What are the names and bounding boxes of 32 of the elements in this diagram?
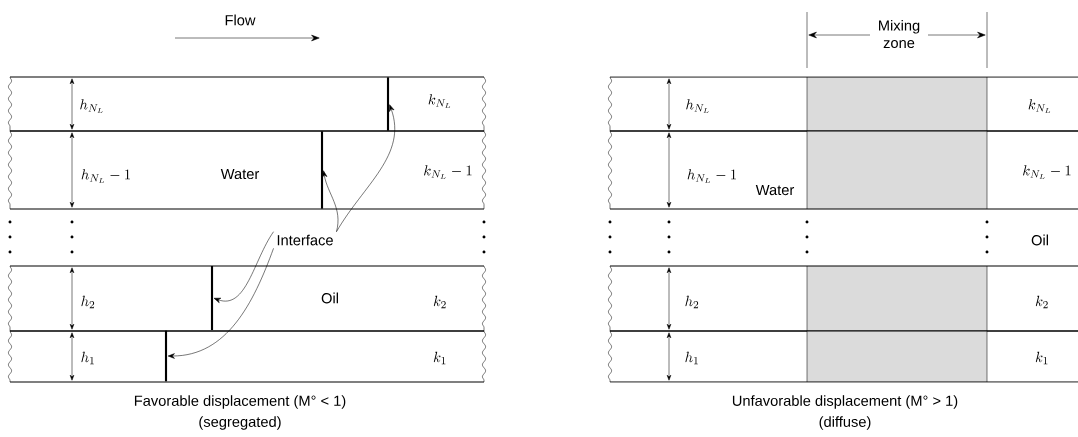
leader-line	[336, 104, 395, 232]
layer-label: $h_2$	[685, 295, 699, 309]
layer-label: $h_1$	[685, 351, 698, 365]
flow-label: Flow	[225, 14, 256, 26]
fluid-label: Oil	[1031, 234, 1048, 246]
layer-label: $h_{N_L} - 1$	[81, 169, 130, 183]
caption: (segregated)	[199, 416, 281, 430]
layer-label: $k_{N_L} - 1$	[1023, 165, 1071, 179]
layer-label: $k_{N_L}$	[428, 94, 451, 108]
layer-label: $k_1$	[433, 351, 446, 365]
layer-label: $k_{N_L} - 1$	[424, 165, 472, 179]
layer-label: $h_{N_L}$	[686, 99, 709, 113]
leader-line	[321, 170, 339, 232]
fluid-label: Water	[220, 168, 260, 180]
layer-label: $k_2$	[433, 295, 446, 309]
leader-line	[167, 248, 274, 359]
callout-text: Interface	[277, 234, 333, 246]
caption: Unfavorable displacement (M° > 1)	[732, 395, 958, 409]
leader-line	[213, 231, 274, 303]
layer-label: $h_{N_L} - 1$	[687, 169, 736, 183]
layer-label: $k_1$	[1035, 351, 1048, 365]
fluid-label: Oil	[321, 292, 338, 304]
layer-label: $k_{N_L}$	[1028, 99, 1051, 113]
layer-label: $h_{N_L}$	[80, 99, 103, 113]
caption: (diffuse)	[819, 416, 871, 430]
layer-label: $k_2$	[1035, 295, 1048, 309]
dimension-label: Mixing zone	[879, 19, 920, 49]
layer-label: $h_1$	[81, 351, 94, 365]
caption: Favorable displacement (M° < 1)	[134, 395, 346, 409]
fluid-label: Water	[755, 184, 795, 196]
interface-line	[320, 131, 324, 209]
layer-label: $h_2$	[81, 295, 95, 309]
